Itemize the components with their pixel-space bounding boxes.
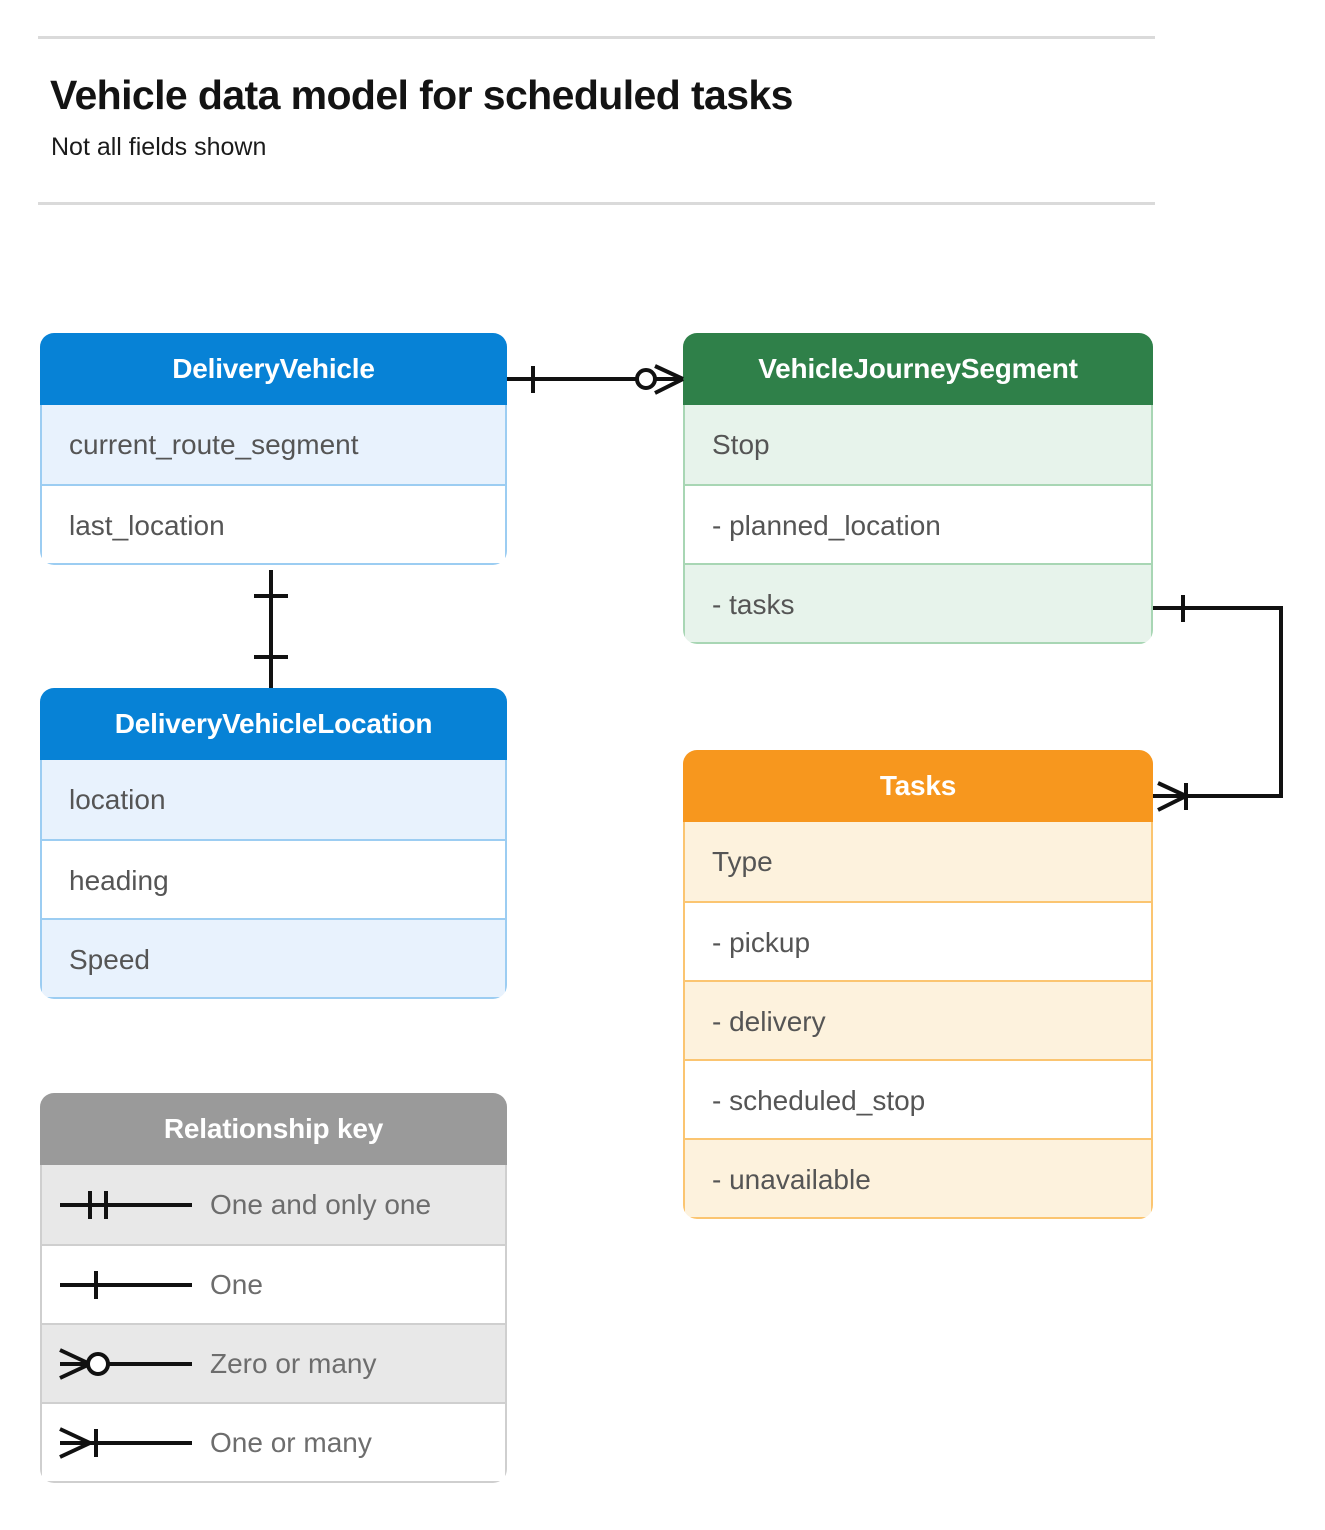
entity-field: heading bbox=[42, 839, 505, 918]
entity-tasks[interactable]: Tasks Type - pickup - delivery - schedul… bbox=[683, 750, 1153, 1219]
legend-item-label: One bbox=[210, 1268, 263, 1300]
legend-item-zero-or-many: Zero or many bbox=[42, 1323, 505, 1402]
entity-title: Tasks bbox=[683, 750, 1153, 822]
legend-item-one: One bbox=[42, 1244, 505, 1323]
entity-delivery-vehicle[interactable]: DeliveryVehicle current_route_segment la… bbox=[40, 333, 507, 565]
entity-title: DeliveryVehicleLocation bbox=[40, 688, 507, 760]
one-and-only-one-icon bbox=[42, 1165, 210, 1244]
relationship-key-legend: Relationship key One and only one One bbox=[40, 1093, 507, 1483]
entity-title: VehicleJourneySegment bbox=[683, 333, 1153, 405]
entity-delivery-vehicle-location[interactable]: DeliveryVehicleLocation location heading… bbox=[40, 688, 507, 999]
page-subtitle: Not all fields shown bbox=[51, 133, 267, 161]
header-divider-top bbox=[38, 36, 1155, 39]
entity-field: Stop bbox=[685, 405, 1151, 484]
entity-title: DeliveryVehicle bbox=[40, 333, 507, 405]
entity-field: last_location bbox=[42, 484, 505, 563]
legend-title: Relationship key bbox=[40, 1093, 507, 1165]
entity-field: Speed bbox=[42, 918, 505, 997]
legend-item-label: One or many bbox=[210, 1426, 372, 1458]
entity-field: - scheduled_stop bbox=[685, 1059, 1151, 1138]
entity-vehicle-journey-segment[interactable]: VehicleJourneySegment Stop - planned_loc… bbox=[683, 333, 1153, 644]
entity-field: - tasks bbox=[685, 563, 1151, 642]
header-divider-bottom bbox=[38, 202, 1155, 205]
entity-field: - planned_location bbox=[685, 484, 1151, 563]
entity-field: - pickup bbox=[685, 901, 1151, 980]
one-icon bbox=[42, 1246, 210, 1323]
legend-item-one-and-only-one: One and only one bbox=[42, 1165, 505, 1244]
entity-field: Type bbox=[685, 822, 1151, 901]
legend-item-one-or-many: One or many bbox=[42, 1402, 505, 1481]
connector-segment-tasks-to-tasks bbox=[1153, 595, 1283, 812]
legend-item-label: Zero or many bbox=[210, 1347, 377, 1379]
one-or-many-icon bbox=[42, 1404, 210, 1481]
entity-field: location bbox=[42, 760, 505, 839]
page-title: Vehicle data model for scheduled tasks bbox=[50, 72, 793, 118]
zero-or-many-icon bbox=[42, 1325, 210, 1402]
connector-vehicle-to-location bbox=[254, 570, 288, 688]
connector-vehicle-to-segment bbox=[507, 364, 684, 395]
entity-field: - delivery bbox=[685, 980, 1151, 1059]
entity-field: - unavailable bbox=[685, 1138, 1151, 1217]
legend-item-label: One and only one bbox=[210, 1188, 432, 1220]
entity-field: current_route_segment bbox=[42, 405, 505, 484]
